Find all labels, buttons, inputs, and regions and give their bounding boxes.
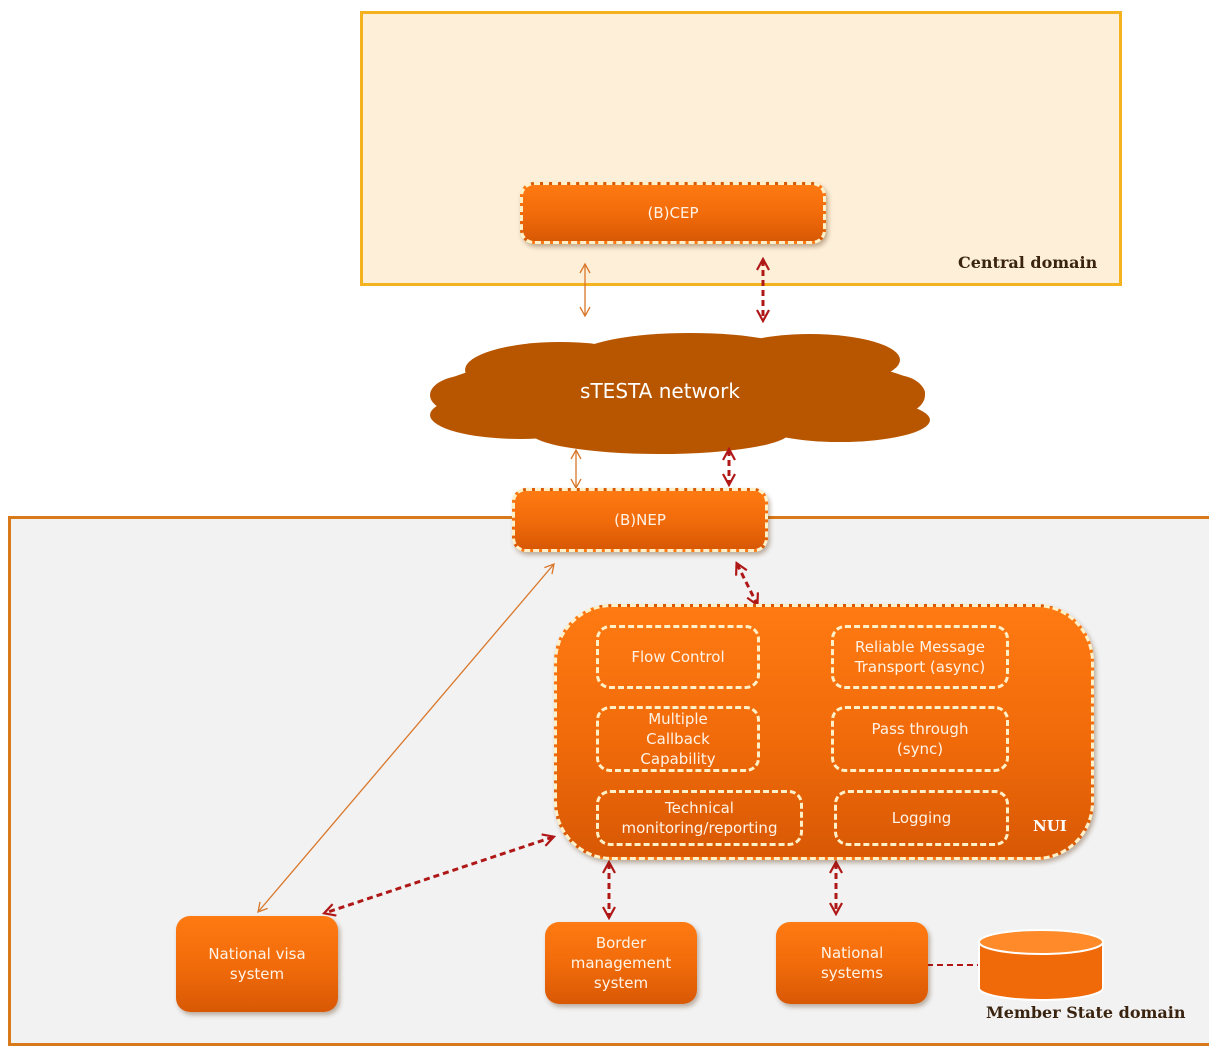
diagram-connectors bbox=[257, 0, 1104, 1001]
national-systems-box: National systems bbox=[776, 922, 928, 1004]
central-domain-label: Central domain bbox=[958, 253, 1098, 272]
bcep-box: (B)CEP bbox=[520, 182, 826, 244]
border-management-system-label: Border management system bbox=[570, 934, 672, 992]
network-label: sTESTA network bbox=[580, 379, 740, 403]
reliable-message-box: Reliable Message Transport (async) bbox=[831, 625, 1009, 689]
bnep-label: (B)NEP bbox=[614, 511, 666, 529]
multiple-callback-box: Multiple Callback Capability bbox=[596, 706, 760, 772]
national-systems-label: National systems bbox=[820, 944, 884, 982]
border-management-system-box: Border management system bbox=[545, 922, 697, 1004]
nui-container bbox=[554, 604, 1094, 860]
member-state-domain-label: Member State domain bbox=[986, 1003, 1186, 1022]
network-cloud bbox=[430, 333, 930, 454]
logging-box: Logging bbox=[834, 790, 1009, 846]
flow-control-box: Flow Control bbox=[596, 625, 760, 689]
flow-control-label: Flow Control bbox=[631, 648, 725, 666]
pass-through-box: Pass through (sync) bbox=[831, 706, 1009, 772]
multiple-callback-label: Multiple Callback Capability bbox=[640, 710, 716, 768]
bnep-nui-dashed-arrow bbox=[737, 564, 757, 604]
logging-label: Logging bbox=[891, 809, 952, 827]
pass-through-label: Pass through (sync) bbox=[871, 720, 969, 758]
bcep-label: (B)CEP bbox=[647, 204, 699, 222]
nui-visa-dashed-arrow bbox=[325, 837, 553, 913]
national-visa-system-box: National visa system bbox=[176, 916, 338, 1012]
bnep-box: (B)NEP bbox=[512, 488, 768, 552]
bnep-visa-thin-arrow bbox=[257, 562, 555, 914]
nui-label: NUI bbox=[1033, 817, 1067, 835]
reliable-message-label: Reliable Message Transport (async) bbox=[854, 638, 986, 676]
national-visa-system-label: National visa system bbox=[208, 945, 306, 983]
technical-monitoring-label: Technical monitoring/reporting bbox=[621, 799, 778, 837]
database-icon bbox=[978, 929, 1104, 1001]
technical-monitoring-box: Technical monitoring/reporting bbox=[596, 790, 803, 846]
